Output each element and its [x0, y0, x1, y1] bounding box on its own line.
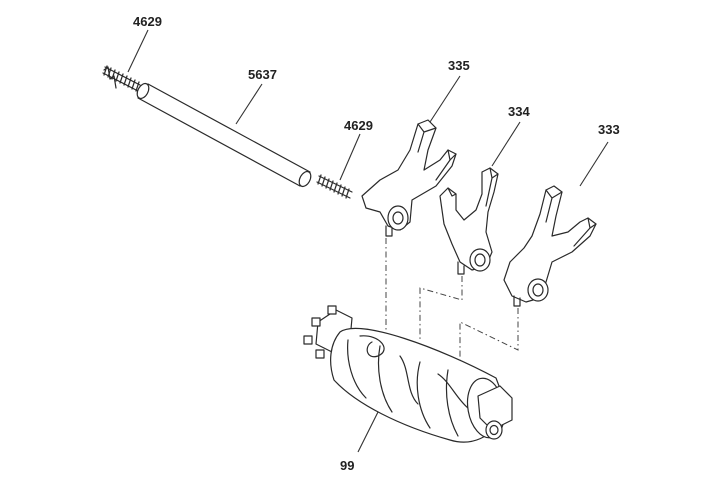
shift-fork-333	[503, 185, 597, 307]
spring-4629-mid	[316, 174, 353, 199]
shift-drum-99	[303, 305, 513, 443]
label-4629-mid: 4629	[344, 118, 373, 133]
shaft-5637	[136, 82, 312, 188]
label-334: 334	[508, 104, 530, 119]
label-335: 335	[448, 58, 470, 73]
alignment-lines	[385, 238, 519, 380]
label-5637: 5637	[248, 67, 277, 82]
label-99: 99	[340, 458, 354, 473]
shift-fork-335	[361, 119, 457, 237]
label-4629-top: 4629	[133, 14, 162, 29]
shift-fork-334	[439, 167, 499, 275]
label-333: 333	[598, 122, 620, 137]
spring-4629-top	[102, 65, 141, 92]
leader-lines	[127, 29, 609, 453]
